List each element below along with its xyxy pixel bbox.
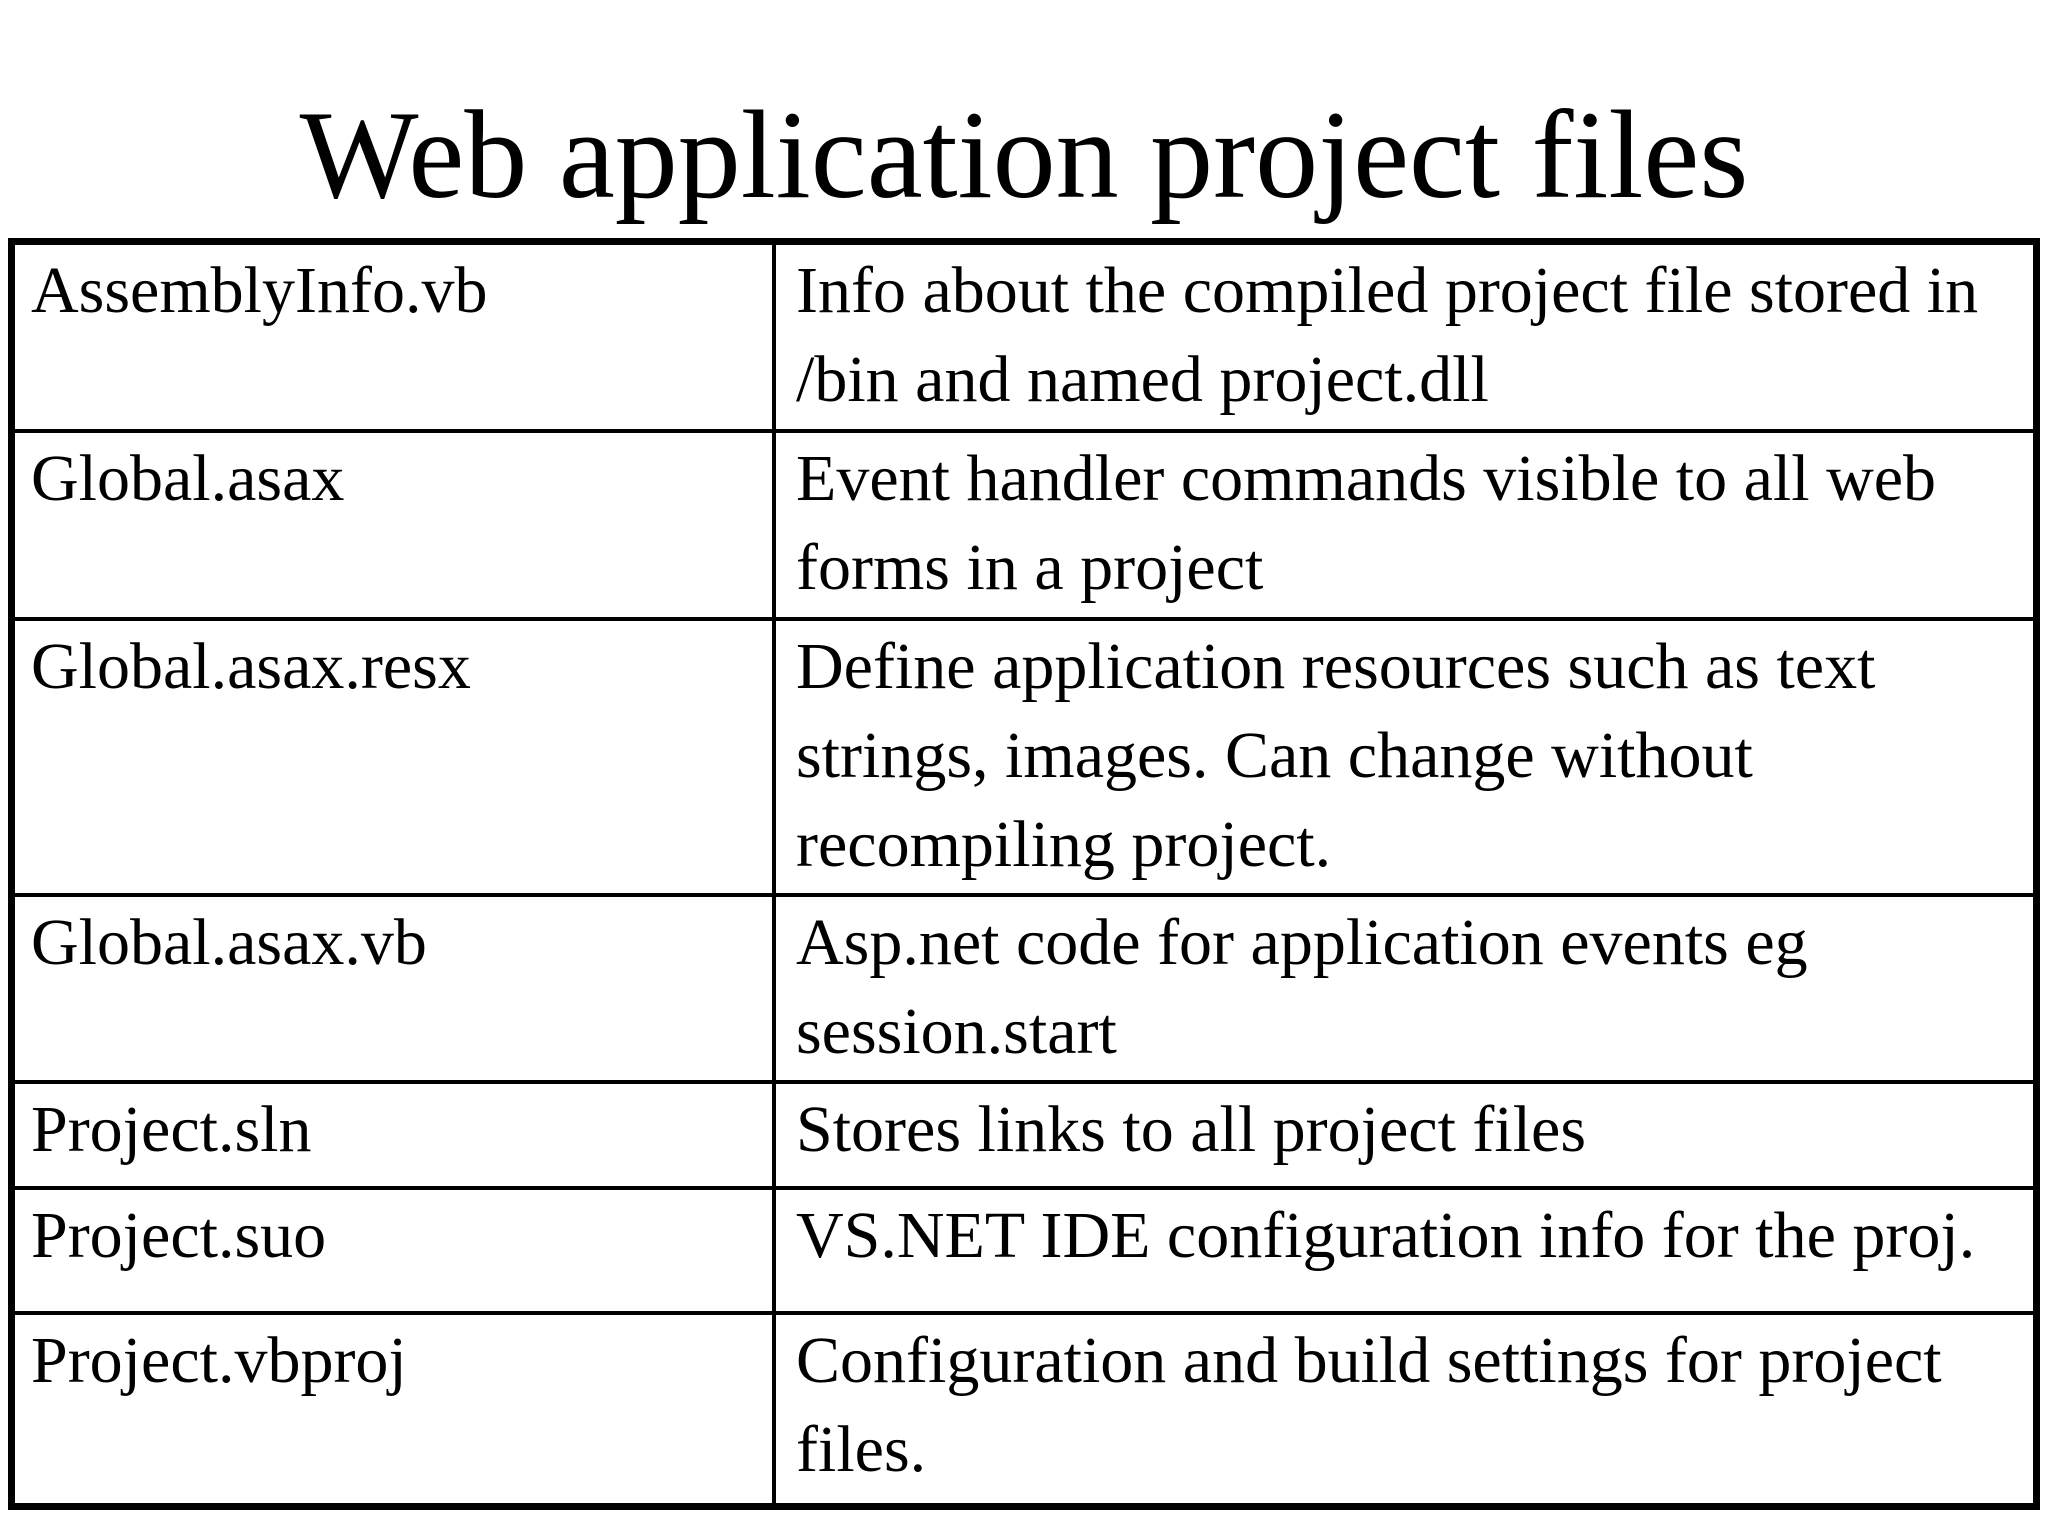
file-description-cell: Define application resources such as tex… <box>796 630 1876 881</box>
files-table: AssemblyInfo.vb Info about the compiled … <box>8 238 2040 1510</box>
file-description-cell: Info about the compiled project file sto… <box>796 254 1979 416</box>
file-name-cell: Global.asax <box>15 433 776 617</box>
file-description-cell: Asp.net code for application events eg s… <box>796 906 1808 1068</box>
file-name-cell: Project.sln <box>15 1084 776 1186</box>
file-name-cell: AssemblyInfo.vb <box>15 245 776 429</box>
table-row: AssemblyInfo.vb Info about the compiled … <box>15 245 2033 429</box>
table-row: Project.vbproj Configuration and build s… <box>15 1311 2033 1503</box>
file-description-cell: Stores links to all project files <box>796 1093 1587 1166</box>
page-title: Web application project files <box>299 86 1749 225</box>
file-description-cell: Event handler commands visible to all we… <box>796 442 1937 604</box>
file-description-cell: Configuration and build settings for pro… <box>796 1324 1942 1486</box>
file-name-cell: Project.vbproj <box>15 1315 776 1503</box>
file-name-cell: Project.suo <box>15 1190 776 1311</box>
file-name-cell: Global.asax.resx <box>15 621 776 893</box>
file-name-cell: Global.asax.vb <box>15 897 776 1080</box>
table-row: Global.asax Event handler commands visib… <box>15 429 2033 617</box>
file-description-cell: VS.NET IDE configuration info for the pr… <box>796 1199 1976 1272</box>
table-row: Global.asax.resx Define application reso… <box>15 617 2033 893</box>
table-row: Project.sln Stores links to all project … <box>15 1080 2033 1186</box>
table-row: Project.suo VS.NET IDE configuration inf… <box>15 1186 2033 1311</box>
table-row: Global.asax.vb Asp.net code for applicat… <box>15 893 2033 1080</box>
